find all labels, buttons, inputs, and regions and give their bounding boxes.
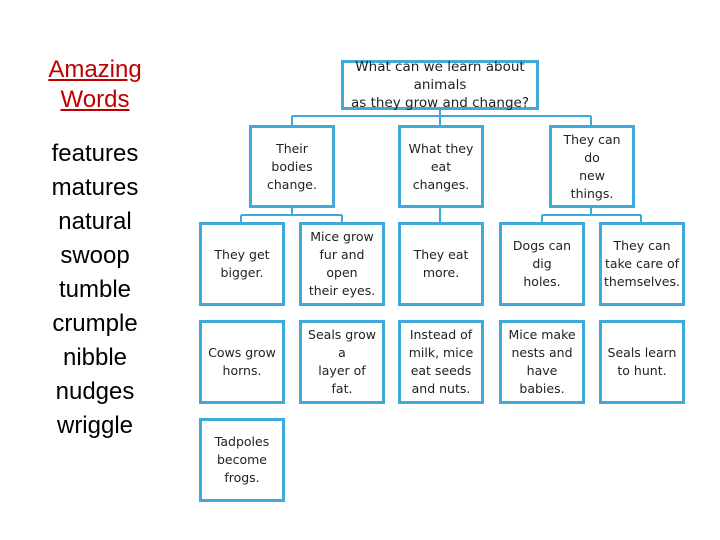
word-item: wriggle [56,412,134,439]
amazing-words-heading: Amazing Words [20,55,170,115]
heading-line-2: Words [60,86,130,113]
leaf-take-care: They can take care of themselves. [599,222,685,306]
leaf-seals-fat: Seals grow a layer of fat. [299,320,385,404]
leaf-mice-grow-fur: Mice grow fur and open their eyes. [299,222,385,306]
leaf-tadpoles-frogs: Tadpoles become frogs. [199,418,285,502]
root-question-box: What can we learn about animals as they … [341,59,539,111]
word-item: nudges [55,378,135,405]
word-item: nibble [62,344,128,371]
leaf-cows-horns: Cows grow horns. [199,320,285,404]
connector-lines [240,110,642,222]
amazing-words-panel: Amazing Words features matures natural s… [20,55,170,443]
branch-what-they-eat: What they eat changes. [398,125,484,208]
word-item: matures [51,174,139,201]
concept-map: What can we learn about animals as they … [195,58,695,518]
leaf-seeds-nuts: Instead of milk, mice eat seeds and nuts… [398,320,484,404]
leaf-eat-more: They eat more. [398,222,484,306]
word-item: natural [58,208,132,235]
word-item: tumble [58,276,132,303]
leaf-get-bigger: They get bigger. [199,222,285,306]
heading-line-1: Amazing [48,56,142,83]
word-item: swoop [60,242,130,269]
word-list: features matures natural swoop tumble cr… [20,137,170,443]
branch-bodies-change: Their bodies change. [249,125,335,208]
leaf-seals-hunt: Seals learn to hunt. [599,320,685,404]
word-item: features [51,140,139,167]
branch-new-things: They can do new things. [549,125,635,208]
leaf-mice-nests: Mice make nests and have babies. [499,320,585,404]
word-item: crumple [52,310,138,337]
leaf-dogs-dig: Dogs can dig holes. [499,222,585,306]
